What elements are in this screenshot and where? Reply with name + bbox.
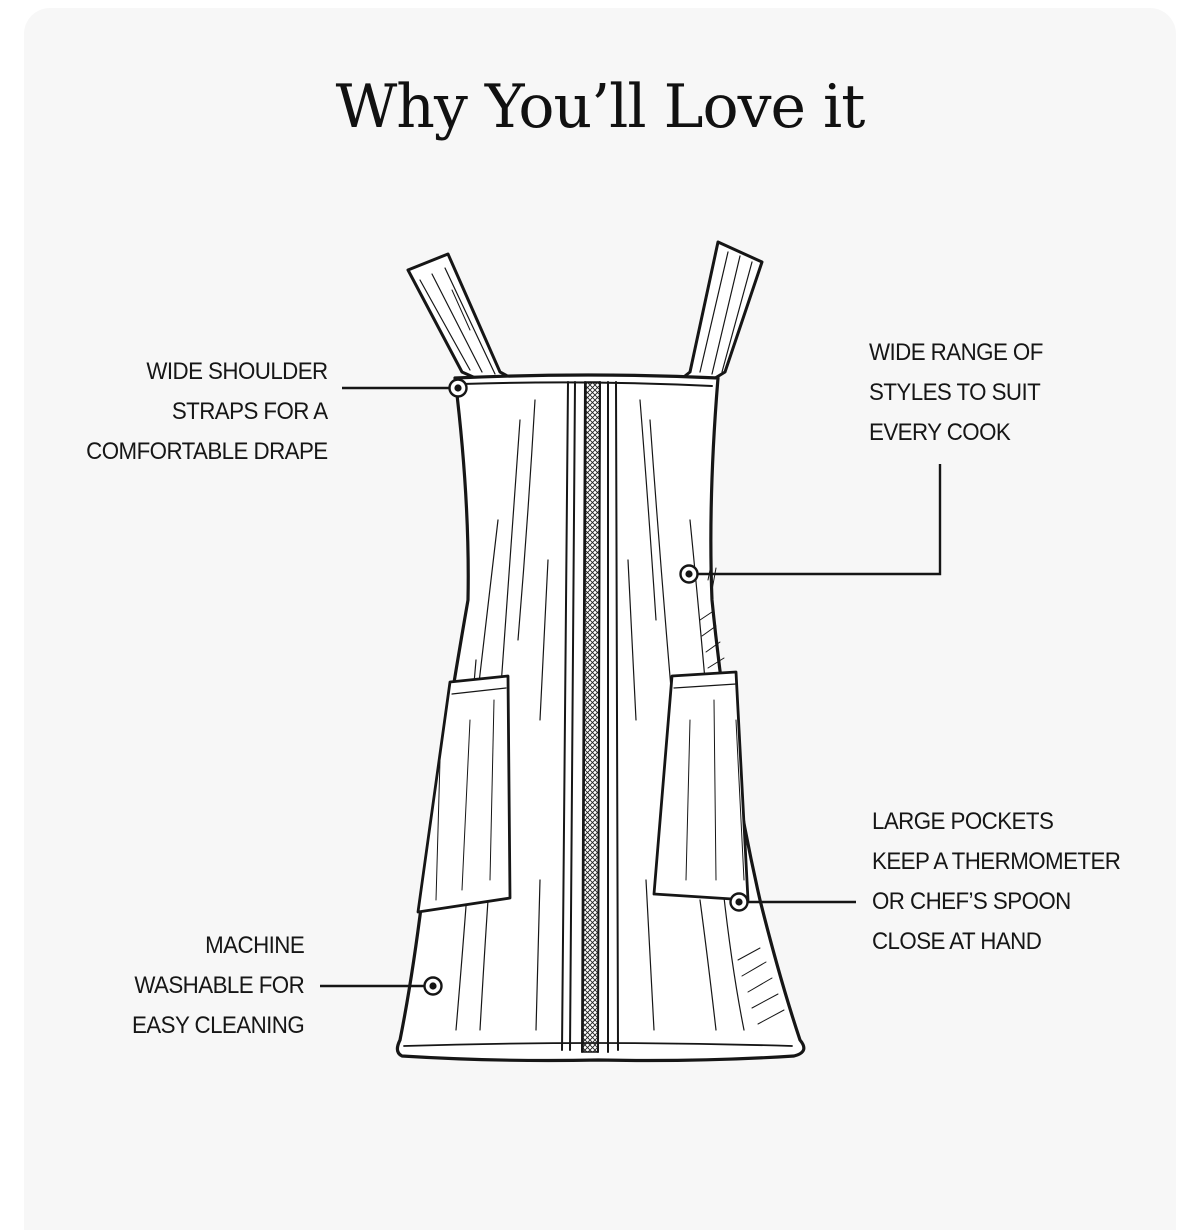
center-stripes bbox=[561, 381, 619, 1053]
pockets-callout: LARGE POCKETS KEEP A THERMOMETER OR CHEF… bbox=[872, 802, 1121, 962]
washable-callout-line: WASHABLE FOR bbox=[134, 972, 304, 999]
page-title: Why You’ll Love it bbox=[335, 72, 866, 142]
pockets-callout-line: KEEP A THERMOMETER bbox=[872, 848, 1121, 875]
washable-callout: MACHINE WASHABLE FOR EASY CLEANING bbox=[131, 926, 305, 1046]
straps-marker-icon bbox=[448, 378, 468, 398]
pockets-marker-icon bbox=[729, 892, 749, 912]
right-shoulder-strap bbox=[678, 240, 764, 382]
styles-callout-line: STYLES TO SUIT bbox=[869, 379, 1041, 406]
styles-callout-line: WIDE RANGE OF bbox=[869, 339, 1043, 366]
straps-callout-line: STRAPS FOR A bbox=[172, 398, 328, 425]
styles-marker-icon bbox=[679, 564, 699, 584]
styles-callout: WIDE RANGE OF STYLES TO SUIT EVERY COOK bbox=[869, 333, 1043, 453]
left-pocket bbox=[416, 674, 512, 914]
straps-callout: WIDE SHOULDER STRAPS FOR A COMFORTABLE D… bbox=[86, 352, 329, 472]
pockets-callout-line: LARGE POCKETS bbox=[872, 808, 1054, 835]
pockets-callout-line: OR CHEF’S SPOON bbox=[872, 888, 1071, 915]
straps-callout-line: COMFORTABLE DRAPE bbox=[86, 438, 329, 465]
styles-callout-line: EVERY COOK bbox=[869, 419, 1011, 446]
edge-hatching bbox=[699, 559, 785, 1025]
washable-callout-line: EASY CLEANING bbox=[131, 1012, 305, 1039]
pockets-callout-line: CLOSE AT HAND bbox=[872, 928, 1042, 955]
styles-leader-line bbox=[698, 464, 942, 576]
washable-marker-icon bbox=[423, 976, 443, 996]
washable-callout-line: MACHINE bbox=[204, 932, 305, 959]
straps-callout-line: WIDE SHOULDER bbox=[146, 358, 329, 385]
left-shoulder-strap bbox=[406, 252, 517, 382]
